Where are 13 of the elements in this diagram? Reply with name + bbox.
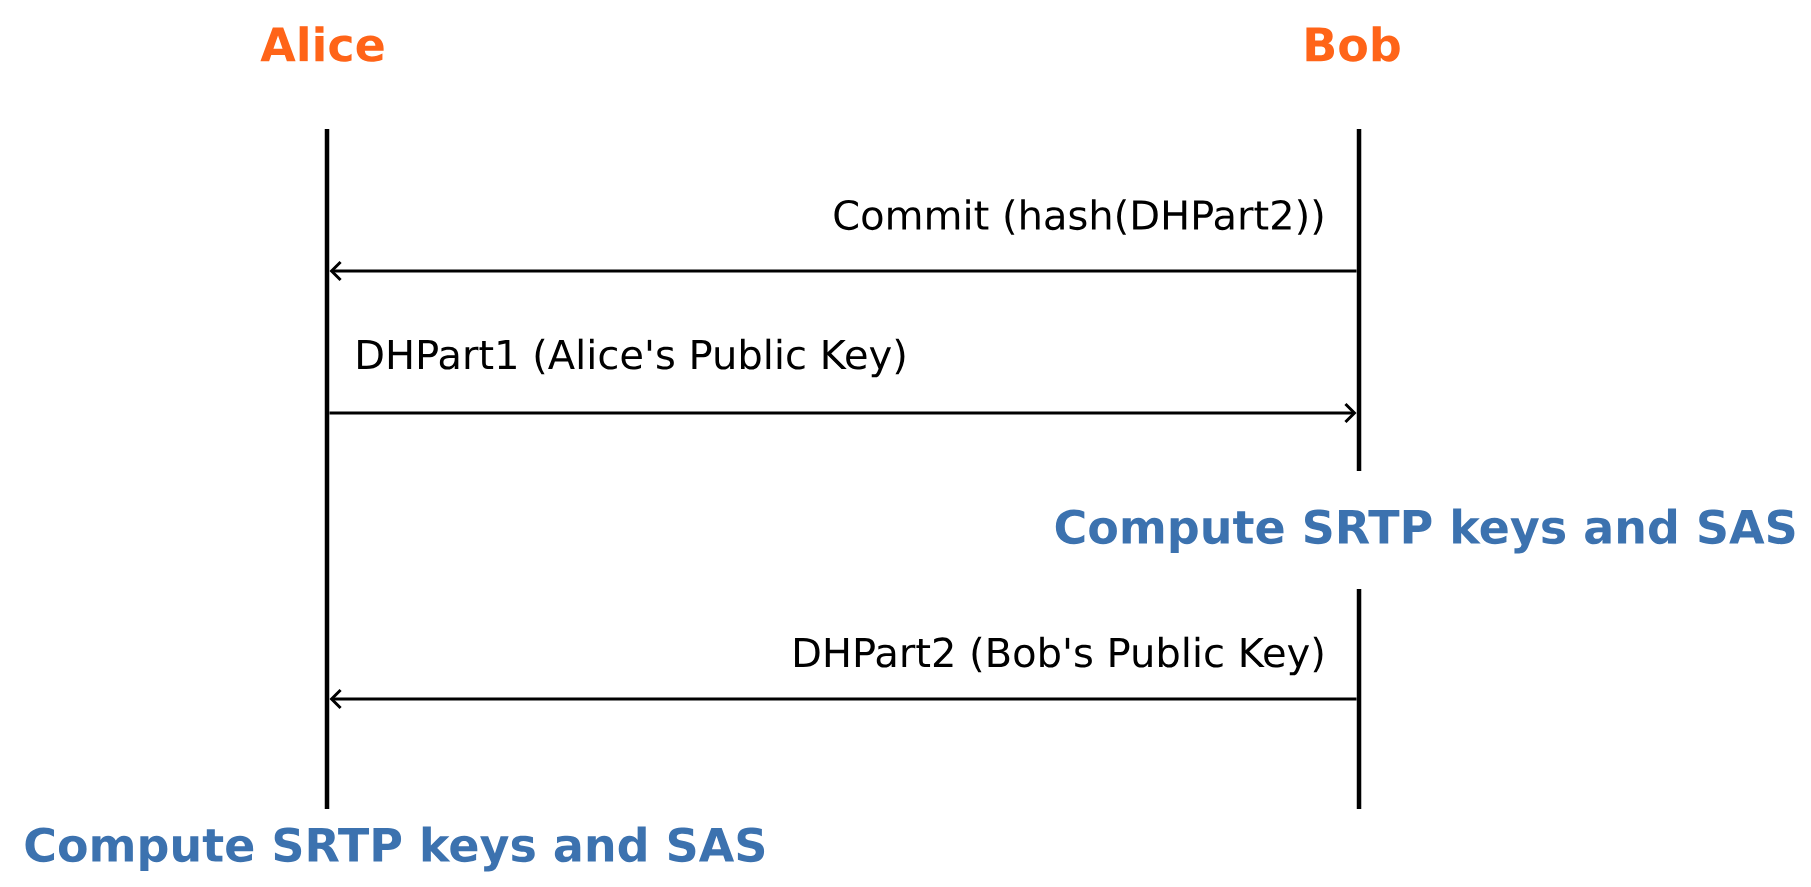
participant-name: Bob: [1306, 26, 1400, 62]
message-label: Commit (hash(DHPart2)): [834, 199, 1323, 235]
lifeline: [1356, 129, 1362, 471]
step-note: Compute SRTP keys and SAS: [25, 826, 765, 872]
step-note: Compute SRTP keys and SAS: [1055, 508, 1795, 554]
participant-name: Alice: [260, 26, 384, 62]
message-arrow: [329, 260, 1357, 282]
message-label: DHPart2 (Bob's Public Key): [795, 636, 1323, 676]
lifeline: [324, 129, 330, 809]
message-label: DHPart1 (Alice's Public Key): [358, 338, 905, 378]
message-arrow: [329, 688, 1357, 710]
message-arrow: [329, 402, 1357, 424]
lifeline: [1356, 589, 1362, 809]
